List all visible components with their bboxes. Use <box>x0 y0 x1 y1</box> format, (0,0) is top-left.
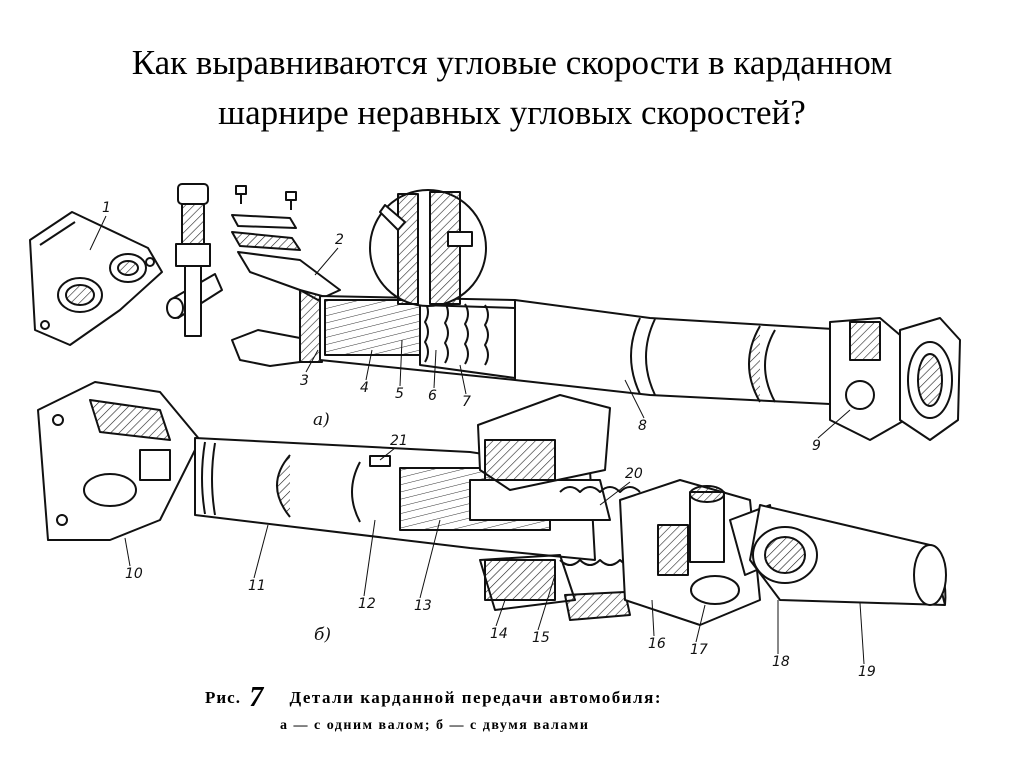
part-label-19: 19 <box>858 664 876 680</box>
part-label-1: 1 <box>102 200 111 216</box>
leader-lines <box>89 215 865 665</box>
support-bracket <box>477 394 611 611</box>
shaft-a-tube <box>319 295 851 406</box>
sublabel-b: б) <box>314 625 331 645</box>
flange-part-10 <box>37 381 201 541</box>
slide-title-line-2: шарнире неравных угловых скоростей? <box>218 93 806 132</box>
part-label-3: 3 <box>300 373 309 389</box>
slide-title-line-1: Как выравниваются угловые скорости в кар… <box>131 43 893 82</box>
part-label-18: 18 <box>772 654 790 670</box>
part-label-16: 16 <box>648 636 666 652</box>
part-label-13: 13 <box>414 598 432 614</box>
caption-line-2: а — с одним валом; б — с двумя валами <box>280 718 590 733</box>
yoke-part-2 <box>231 251 341 367</box>
part-label-14: 14 <box>490 626 508 642</box>
figure-caption: Рис. 7 Детали карданной передачи автомоб… <box>205 682 805 734</box>
part-label-11: 11 <box>248 578 266 594</box>
part-label-9: 9 <box>812 438 821 454</box>
part-label-7: 7 <box>462 394 471 410</box>
part-labels: 1 2 3 4 5 6 7 8 9 10 11 12 13 14 15 16 1… <box>102 200 876 680</box>
drawing-a <box>29 183 961 441</box>
slide-title: Как выравниваются угловые скорости в кар… <box>0 38 1024 138</box>
spider-with-fitting <box>166 183 223 337</box>
part-label-6: 6 <box>428 388 437 404</box>
caption-title: Детали карданной передачи автомобиля: <box>289 688 662 707</box>
sublabel-a: а) <box>313 410 330 430</box>
part-label-12: 12 <box>358 596 376 612</box>
drawing-b <box>37 381 947 626</box>
detail-inset <box>369 189 487 307</box>
part-label-2: 2 <box>335 232 344 248</box>
part-label-5: 5 <box>395 386 404 402</box>
caption-fig-number: 7 <box>249 682 264 713</box>
universal-joint-part-9 <box>829 317 961 441</box>
part-label-15: 15 <box>532 630 550 646</box>
part-label-8: 8 <box>638 418 647 434</box>
shaft-b-rear <box>749 504 947 606</box>
part-label-21: 21 <box>390 433 408 449</box>
part-label-17: 17 <box>690 642 708 658</box>
bolts-and-gasket <box>231 185 301 251</box>
part-label-20: 20 <box>625 466 643 482</box>
caption-line-1: Рис. 7 Детали карданной передачи автомоб… <box>205 682 805 714</box>
flange-part-1 <box>29 211 163 346</box>
caption-fig-label: Рис. <box>205 688 241 707</box>
part-label-10: 10 <box>125 566 143 582</box>
part-label-4: 4 <box>360 380 369 396</box>
